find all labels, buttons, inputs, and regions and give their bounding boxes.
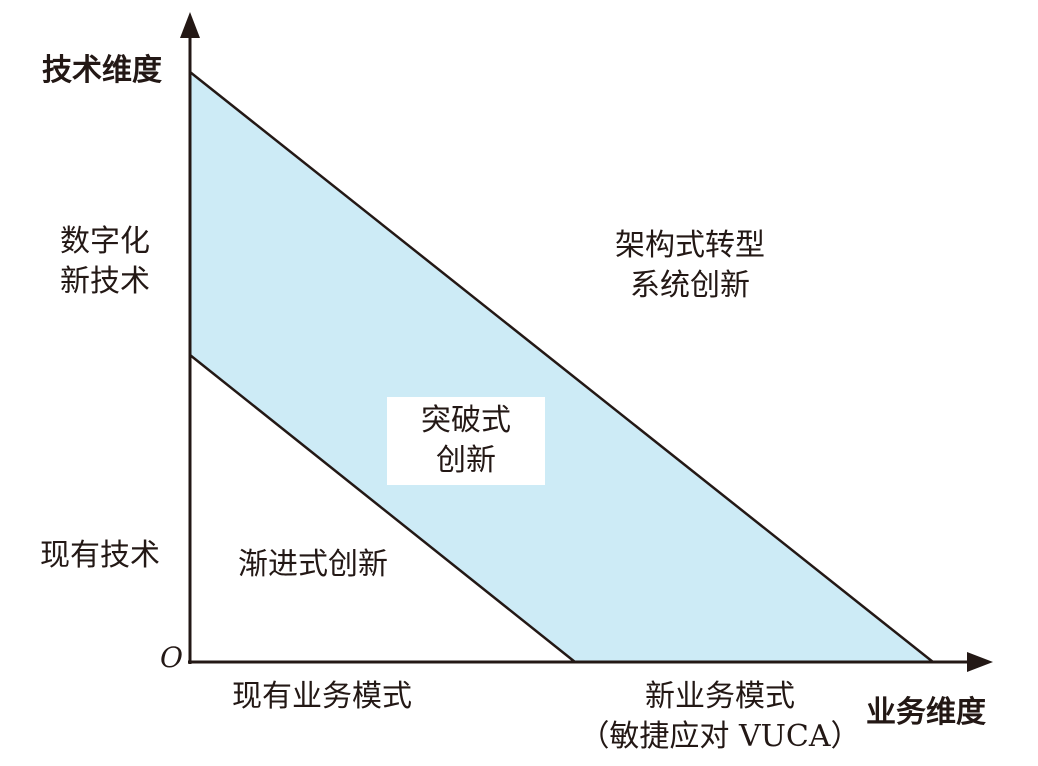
y-tick-existing-tech: 现有技术 (40, 538, 160, 573)
y-axis-arrow-icon (180, 12, 200, 38)
breakthrough-label-box (387, 397, 545, 485)
x-tick-new-business-model-line2: （敏捷应对 VUCA） (579, 719, 861, 754)
x-axis-title: 业务维度 (866, 695, 986, 730)
y-tick-digital-new-tech-line2: 新技术 (60, 264, 150, 299)
region-incremental-innovation: 渐进式创新 (238, 547, 388, 582)
region-architectural-transformation-line1: 架构式转型 (615, 228, 765, 263)
lower-boundary-line (189, 354, 576, 663)
upper-boundary-line (189, 71, 934, 663)
region-breakthrough-innovation-line1: 突破式 (421, 403, 511, 438)
region-breakthrough-innovation-line2: 创新 (436, 443, 496, 478)
origin-label: O (160, 641, 183, 674)
y-axis-title: 技术维度 (42, 53, 162, 88)
x-tick-new-business-model-line1: 新业务模式 (645, 679, 795, 714)
y-tick-digital-new-tech-line1: 数字化 (60, 224, 150, 259)
x-tick-existing-business-model: 现有业务模式 (232, 679, 412, 714)
x-axis-arrow-icon (967, 652, 993, 672)
region-architectural-transformation-line2: 系统创新 (630, 268, 750, 303)
